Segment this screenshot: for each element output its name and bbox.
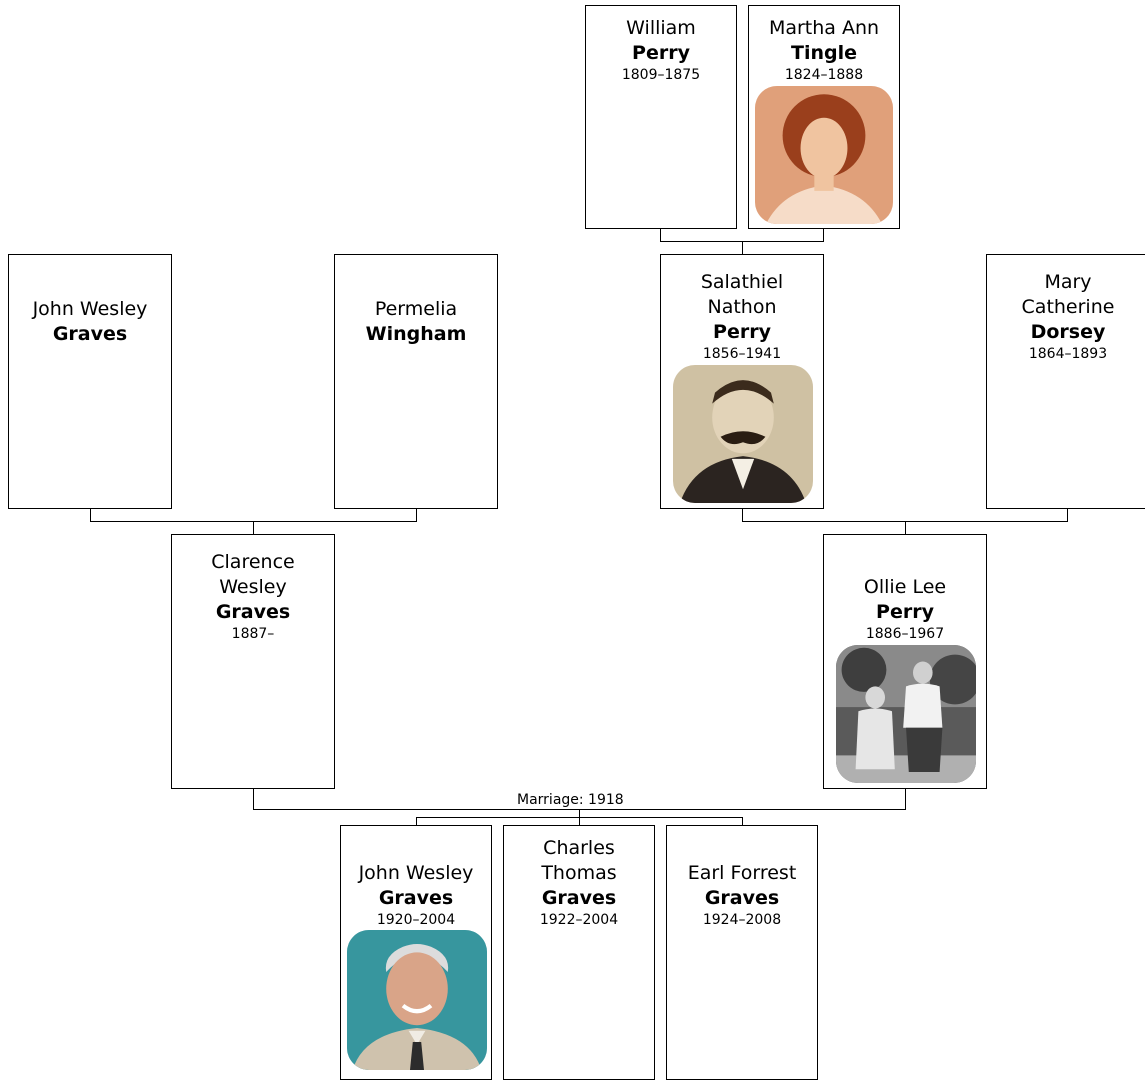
person-card-mary-dorsey[interactable]: Mary Catherine Dorsey 1864–1893 — [986, 254, 1145, 509]
given-name: Salathiel — [700, 271, 784, 293]
person-card-john-wesley-graves-sr[interactable]: John Wesley Graves — [8, 254, 172, 509]
portrait-photo — [347, 930, 487, 1070]
given-name: John Wesley — [358, 862, 474, 884]
connector-line — [416, 508, 417, 521]
portrait-photo — [836, 645, 976, 783]
surname: Graves — [704, 887, 780, 909]
given-name: Mary — [1044, 271, 1092, 293]
given-name: Earl Forrest — [687, 862, 797, 884]
given-name: Clarence — [211, 551, 295, 573]
surname: Graves — [215, 601, 291, 623]
surname: Perry — [632, 42, 690, 64]
portrait-photo — [755, 86, 893, 224]
life-dates: 1809–1875 — [621, 67, 701, 83]
surname: Graves — [541, 887, 617, 909]
life-dates: 1922–2004 — [539, 912, 619, 928]
life-dates: 1924–2008 — [702, 912, 782, 928]
marriage-label: Marriage: 1918 — [515, 792, 626, 808]
person-card-clarence-graves[interactable]: Clarence Wesley Graves 1887– — [171, 534, 335, 789]
person-card-william-perry[interactable]: William Perry 1809–1875 — [585, 5, 737, 229]
person-card-ollie-perry[interactable]: Ollie Lee Perry 1886–1967 — [823, 534, 987, 789]
connector-line — [905, 788, 906, 809]
given-name: Ollie Lee — [863, 576, 947, 598]
surname: Tingle — [791, 42, 857, 64]
middle-name: Thomas — [541, 862, 617, 884]
connector-line — [742, 817, 743, 825]
middle-name: Catherine — [1021, 296, 1115, 318]
given-name: Martha Ann — [768, 17, 880, 39]
connector-line — [1067, 508, 1068, 521]
life-dates: 1864–1893 — [1028, 346, 1108, 362]
connector-line — [416, 817, 417, 825]
middle-name: Wesley — [219, 576, 287, 598]
person-card-john-wesley-graves-jr[interactable]: John Wesley Graves 1920–2004 — [340, 825, 492, 1080]
surname: Perry — [713, 321, 771, 343]
life-dates: 1856–1941 — [702, 346, 782, 362]
given-name: Charles — [543, 837, 615, 859]
portrait-photo — [673, 365, 813, 503]
surname: Perry — [876, 601, 934, 623]
connector-line — [905, 521, 906, 535]
life-dates: 1920–2004 — [376, 912, 456, 928]
person-card-permelia-wingham[interactable]: Permelia Wingham — [334, 254, 498, 509]
surname: Wingham — [365, 323, 467, 345]
connector-line — [90, 508, 91, 521]
connector-line — [742, 241, 743, 255]
connector-line — [253, 521, 254, 535]
given-name: Permelia — [374, 298, 458, 320]
person-card-charles-graves[interactable]: Charles Thomas Graves 1922–2004 — [503, 825, 655, 1080]
connector-line — [660, 228, 661, 241]
given-name: William — [626, 17, 696, 39]
connector-line — [253, 788, 254, 809]
life-dates: 1887– — [231, 626, 275, 642]
person-card-salathiel-perry[interactable]: Salathiel Nathon Perry 1856–1941 — [660, 254, 824, 509]
connector-line — [579, 809, 580, 817]
connector-line — [742, 508, 743, 521]
connector-line — [579, 817, 580, 825]
life-dates: 1886–1967 — [865, 626, 945, 642]
surname: Graves — [52, 323, 128, 345]
person-card-earl-graves[interactable]: Earl Forrest Graves 1924–2008 — [666, 825, 818, 1080]
middle-name: Nathon — [707, 296, 777, 318]
life-dates: 1824–1888 — [784, 67, 864, 83]
person-card-martha-tingle[interactable]: Martha Ann Tingle 1824–1888 — [748, 5, 900, 229]
connector-line — [823, 228, 824, 241]
surname: Graves — [378, 887, 454, 909]
given-name: John Wesley — [32, 298, 148, 320]
surname: Dorsey — [1030, 321, 1106, 343]
